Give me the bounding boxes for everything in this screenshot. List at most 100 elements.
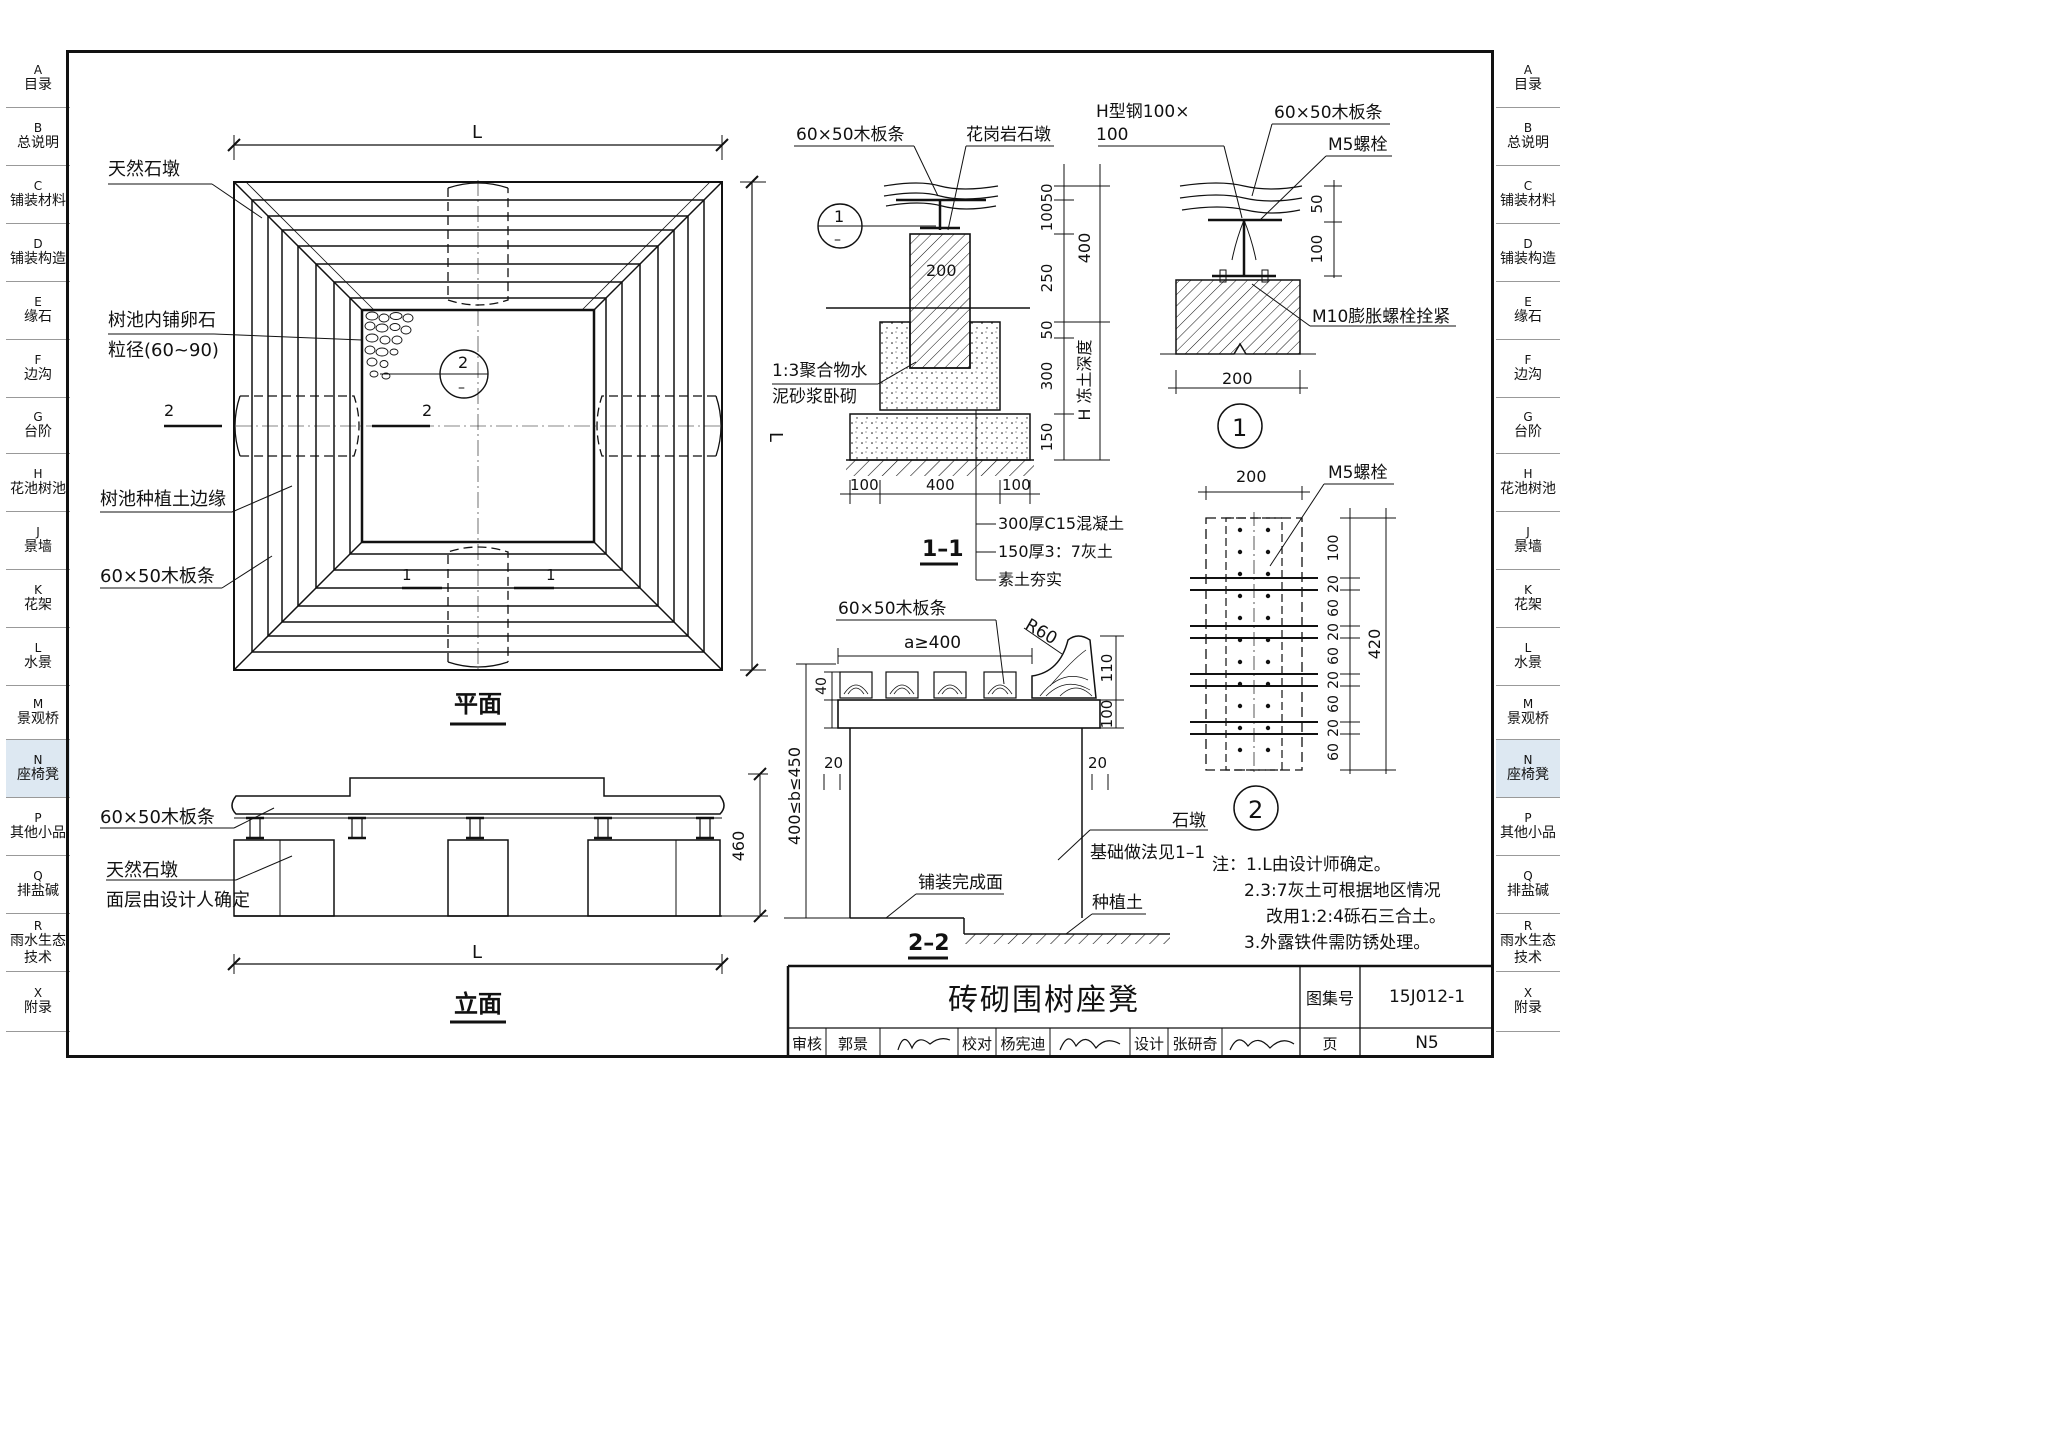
index-tab-label: 边沟 bbox=[24, 367, 52, 383]
atlas-label: 图集号 bbox=[1305, 989, 1354, 1008]
index-tab-key: C bbox=[33, 179, 43, 193]
s11-dim-v-1: 100 bbox=[1038, 203, 1056, 232]
elev-dim-height: 460 bbox=[729, 831, 748, 862]
index-tab-label: 边沟 bbox=[1514, 367, 1542, 383]
review-name: 郭景 bbox=[837, 1034, 868, 1053]
index-tab-label: 台阶 bbox=[1514, 424, 1542, 440]
d1-dim-50: 50 bbox=[1308, 194, 1326, 213]
s11-label-mortar-1: 1:3聚合物水 bbox=[772, 361, 867, 381]
s22-label-soil: 种植土 bbox=[1092, 893, 1143, 913]
index-tab-key: N bbox=[1523, 753, 1533, 767]
s22-title: 2–2 bbox=[908, 931, 950, 956]
index-tab-key: A bbox=[1523, 63, 1533, 77]
elevation-view bbox=[100, 767, 768, 1024]
s11-label-mortar-2: 泥砂浆卧砌 bbox=[772, 387, 857, 407]
plan-callout-num: 2 bbox=[458, 353, 468, 372]
bolt-dot bbox=[1237, 615, 1243, 621]
elev-dim-l: L bbox=[472, 942, 482, 963]
d2-dim-v-3: 20 bbox=[1326, 623, 1342, 641]
index-tab-key: L bbox=[34, 641, 42, 655]
index-tab-key: P bbox=[1524, 811, 1532, 825]
index-tab-key: E bbox=[34, 295, 42, 309]
index-tab-key: G bbox=[33, 410, 43, 424]
page-label: 页 bbox=[1322, 1034, 1338, 1053]
bolt-dot bbox=[1265, 549, 1271, 555]
detail-2 bbox=[1190, 483, 1396, 831]
s11-label-granite: 花岗岩石墩 bbox=[966, 125, 1051, 145]
d2-dim-420: 420 bbox=[1365, 629, 1384, 660]
s11-dim-v-3: 50 bbox=[1038, 320, 1056, 339]
index-tab-label: 景墙 bbox=[1514, 539, 1542, 555]
d1-label-bolt: M5螺栓 bbox=[1328, 135, 1387, 155]
design-label: 设计 bbox=[1133, 1034, 1164, 1053]
index-tab-label: 花池树池 bbox=[1500, 481, 1556, 497]
index-tab-label: 景观桥 bbox=[1507, 711, 1549, 727]
index-tab-key: K bbox=[1524, 583, 1532, 597]
index-tab-key: B bbox=[1523, 121, 1533, 135]
index-tab-label: 其他小品 bbox=[1500, 825, 1556, 841]
drawing-frame bbox=[66, 50, 1494, 1058]
plan-section-1-left: 1 bbox=[402, 566, 412, 584]
plan-section-2-right: 2 bbox=[422, 401, 432, 420]
index-tab-label: 总说明 bbox=[1507, 135, 1549, 151]
s11-dim-400: 400 bbox=[1075, 233, 1094, 264]
index-tab-label: 目录 bbox=[1514, 77, 1542, 93]
s11-dim-v-0: 50 bbox=[1038, 183, 1056, 202]
bolt-dot bbox=[1237, 571, 1243, 577]
bolt-dot bbox=[1265, 703, 1271, 709]
check-label: 校对 bbox=[961, 1034, 992, 1053]
index-tab-label: 缘石 bbox=[1514, 309, 1542, 325]
review-label: 审核 bbox=[791, 1034, 822, 1053]
bolt-dot bbox=[1237, 747, 1243, 753]
d2-dim-v-2: 60 bbox=[1326, 599, 1342, 617]
s22-dim-a: a≥400 bbox=[904, 633, 961, 653]
s22-label-foundation: 基础做法见1–1 bbox=[1090, 843, 1205, 863]
plan-view bbox=[100, 135, 766, 726]
design-name: 张研奇 bbox=[1172, 1034, 1218, 1053]
index-tab-label: 其他小品 bbox=[10, 825, 66, 841]
index-tab-key: P bbox=[34, 811, 42, 825]
s22-label-paving: 铺装完成面 bbox=[918, 873, 1003, 893]
s11-dim-v-2: 250 bbox=[1038, 264, 1056, 293]
s11-dim-v-5: 150 bbox=[1038, 423, 1056, 452]
index-tab-label: 铺装材料 bbox=[1500, 193, 1556, 209]
note-line-1: 注：1.L由设计师确定。 bbox=[1212, 855, 1391, 875]
index-tab-key: J bbox=[1526, 525, 1530, 539]
